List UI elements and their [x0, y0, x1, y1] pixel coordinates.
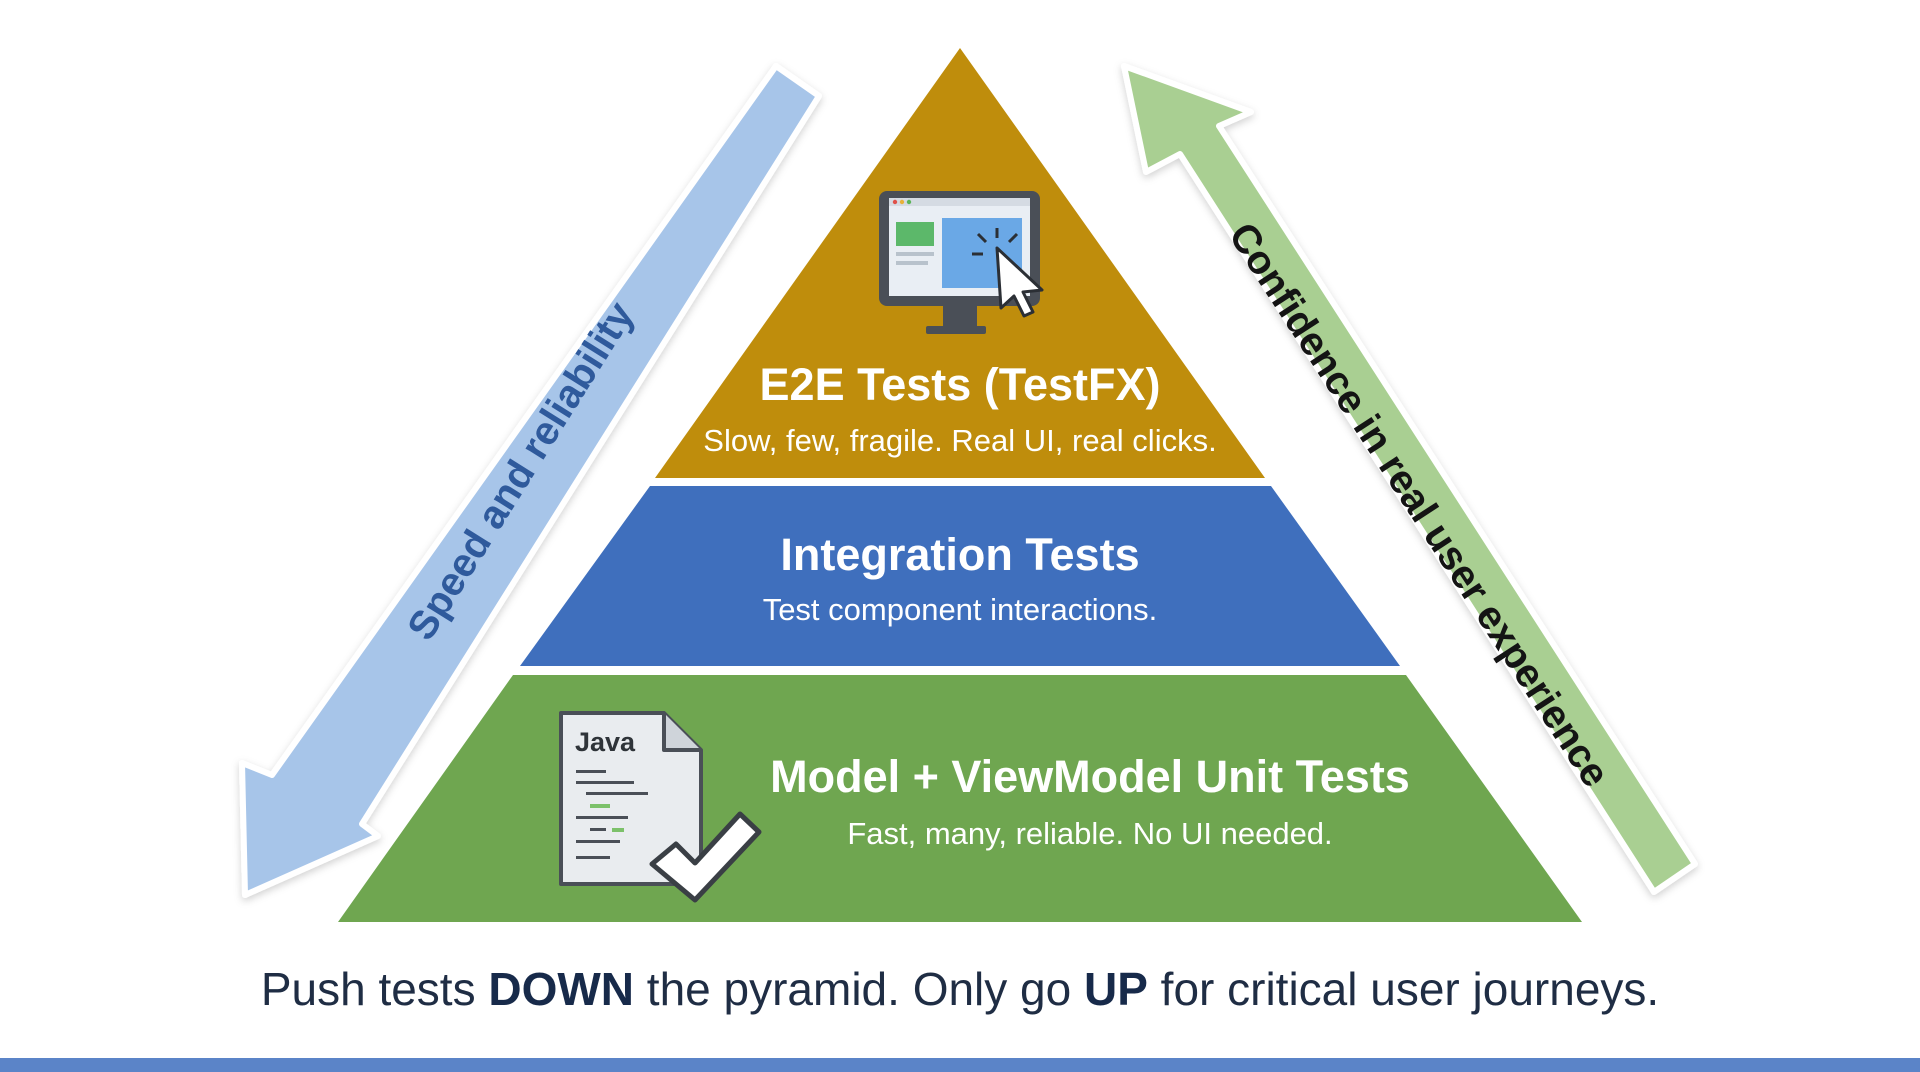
bottom-layer-title: Model + ViewModel Unit Tests [770, 751, 1410, 802]
footer-part1: Push tests [260, 963, 489, 1015]
up-arrow-icon [1121, 63, 1698, 895]
top-layer-title: E2E Tests (TestFX) [760, 359, 1161, 410]
monitor-click-icon [879, 191, 1044, 334]
footer-bold-down: DOWN [488, 963, 635, 1015]
bottom-layer-subtitle: Fast, many, reliable. No UI needed. [847, 816, 1332, 851]
middle-layer-title: Integration Tests [780, 529, 1139, 580]
footer-note: Push tests DOWN the pyramid. Only go UP … [0, 962, 1920, 1016]
middle-layer-subtitle: Test component interactions. [763, 592, 1158, 627]
java-file-label: Java [575, 727, 636, 757]
pyramid-middle-layer [520, 486, 1400, 666]
check-icon [649, 811, 762, 903]
top-layer-subtitle: Slow, few, fragile. Real UI, real clicks… [703, 423, 1216, 458]
footer-part2: the pyramid. Only go [634, 963, 1084, 1015]
java-file-check-icon: Java [559, 711, 762, 903]
bottom-accent-bar [0, 1058, 1920, 1072]
footer-bold-up: UP [1084, 963, 1148, 1015]
down-arrow-icon [239, 63, 822, 898]
footer-part3: for critical user journeys. [1147, 963, 1660, 1015]
